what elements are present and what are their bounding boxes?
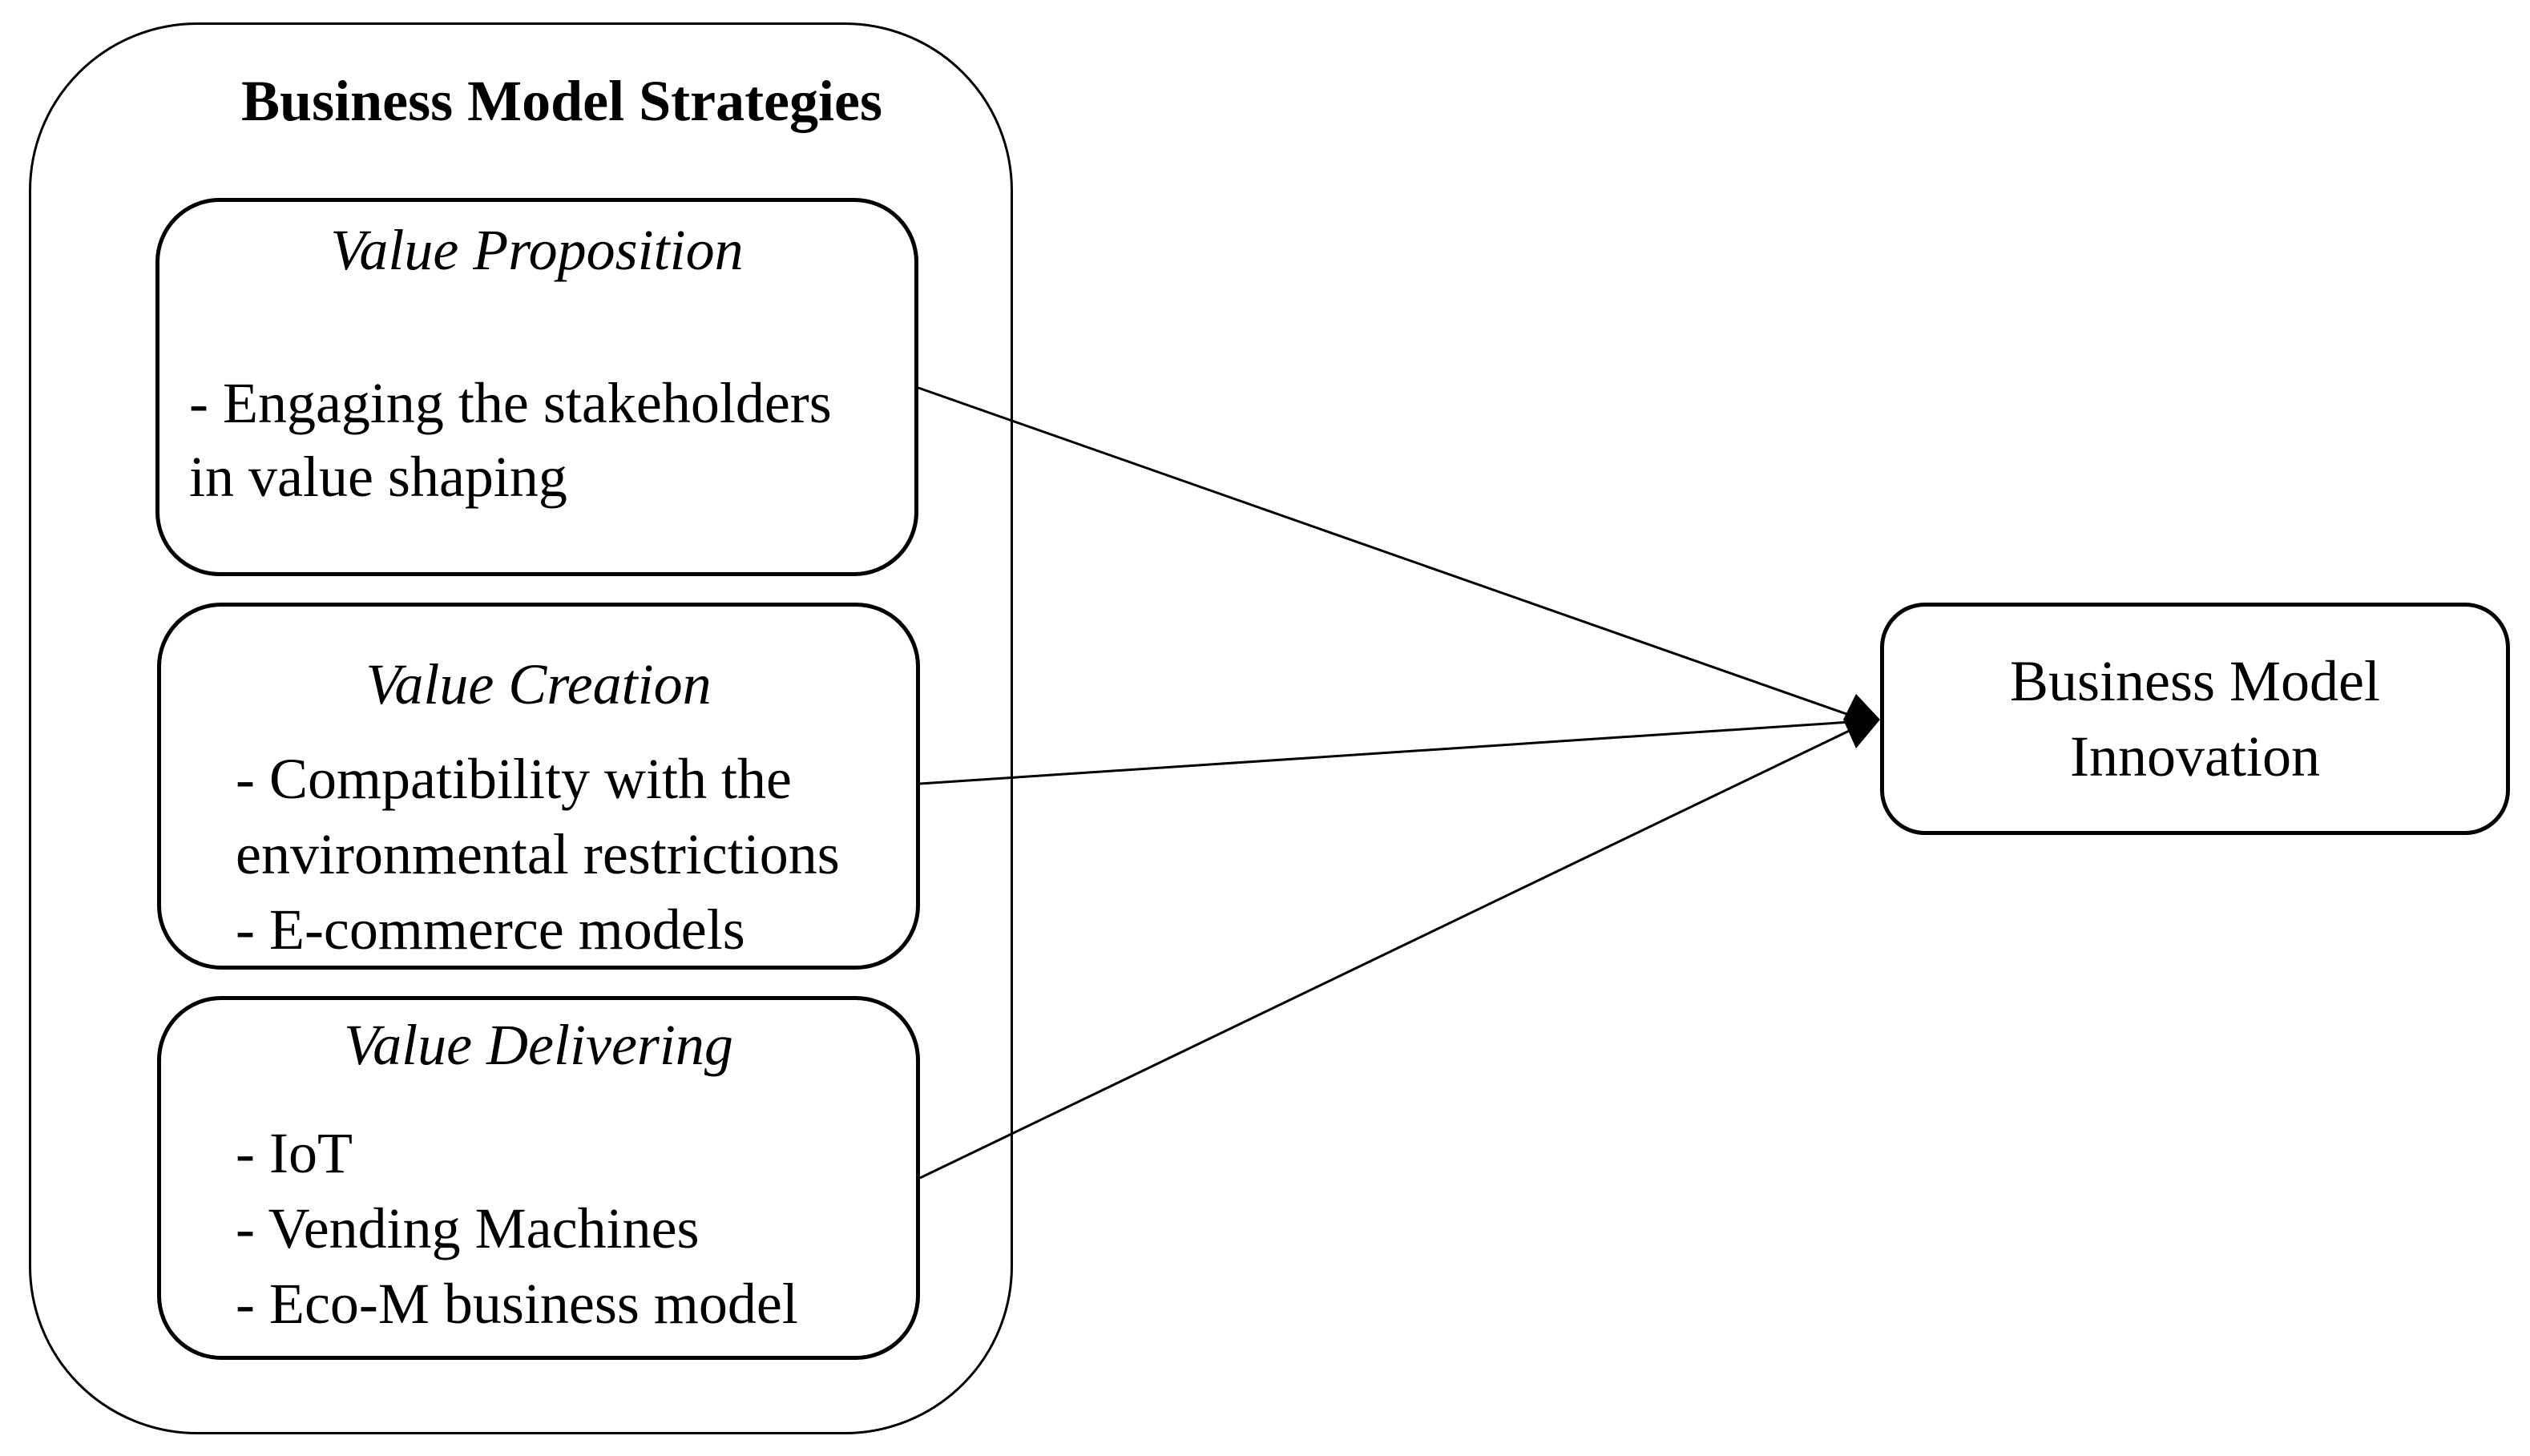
value-proposition-title: Value Proposition bbox=[330, 218, 744, 282]
innovation-line: Innovation bbox=[2070, 724, 2320, 788]
value-delivering-title: Value Delivering bbox=[344, 1013, 733, 1077]
value-creation-item: - Compatibility with the bbox=[236, 747, 792, 811]
value-delivering-item: - Eco-M business model bbox=[236, 1272, 798, 1336]
value-proposition-item: - Engaging the stakeholders bbox=[189, 371, 832, 435]
value-creation-title: Value Creation bbox=[365, 652, 712, 716]
arrow-delivering-to-innovation bbox=[919, 723, 1863, 1180]
business-model-strategies-container bbox=[29, 22, 1013, 1434]
value-creation-box bbox=[157, 603, 920, 970]
arrow-creation-to-innovation bbox=[919, 720, 1863, 785]
strategies-title: Business Model Strategies bbox=[241, 69, 882, 133]
value-creation-item: environmental restrictions bbox=[236, 822, 840, 886]
business-model-innovation-box bbox=[1880, 603, 2510, 835]
arrowhead-icon bbox=[1843, 694, 1880, 748]
value-delivering-box bbox=[157, 996, 920, 1360]
value-proposition-item: in value shaping bbox=[189, 445, 567, 509]
value-delivering-item: - Vending Machines bbox=[236, 1196, 700, 1260]
value-creation-item: - E-commerce models bbox=[236, 897, 745, 962]
business-model-innovation-label: Business Model Innovation bbox=[1880, 643, 2510, 794]
value-proposition-box bbox=[155, 198, 918, 576]
value-delivering-item: - IoT bbox=[236, 1121, 353, 1185]
innovation-line: Business Model bbox=[2009, 649, 2381, 713]
arrow-proposition-to-innovation bbox=[918, 386, 1863, 721]
